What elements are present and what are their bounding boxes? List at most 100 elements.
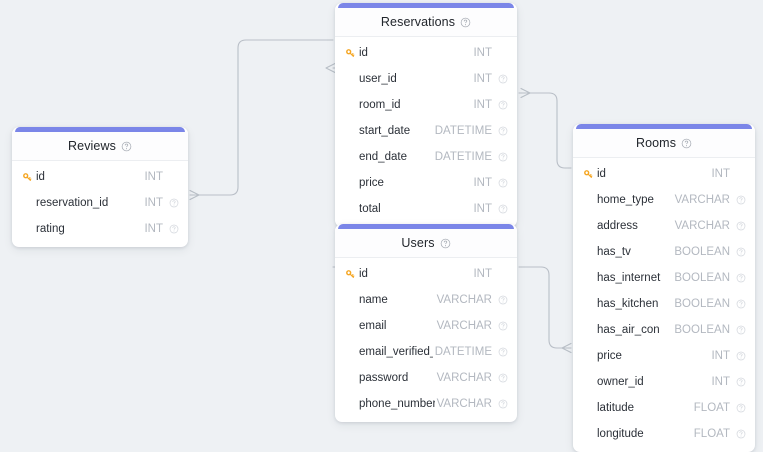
help-circle-icon[interactable] bbox=[492, 295, 508, 305]
primary-key-icon bbox=[345, 269, 358, 280]
field-row[interactable]: password VARCHAR bbox=[335, 365, 517, 391]
table-title: Reservations bbox=[380, 15, 456, 29]
field-name: id bbox=[36, 171, 45, 183]
field-type: BOOLEAN bbox=[674, 272, 730, 284]
help-circle-icon[interactable] bbox=[730, 247, 746, 257]
field-row[interactable]: start_date DATETIME bbox=[335, 118, 517, 144]
help-circle-icon[interactable] bbox=[730, 195, 746, 205]
field-name: has_internet bbox=[597, 272, 661, 284]
field-row[interactable]: user_id INT bbox=[335, 66, 517, 92]
field-name: end_date bbox=[359, 151, 407, 163]
field-type: INT bbox=[473, 47, 492, 59]
field-row[interactable]: price INT bbox=[335, 170, 517, 196]
field-type: VARCHAR bbox=[674, 220, 730, 232]
help-circle-icon[interactable] bbox=[492, 373, 508, 383]
field-row[interactable]: has_internet BOOLEAN bbox=[573, 265, 755, 291]
help-circle-icon[interactable] bbox=[730, 299, 746, 309]
help-circle-icon[interactable] bbox=[730, 403, 746, 413]
help-circle-icon[interactable] bbox=[163, 198, 179, 208]
crowsfoot-reservations-room bbox=[520, 87, 531, 99]
help-circle-icon[interactable] bbox=[492, 126, 508, 136]
field-row[interactable]: id INT bbox=[335, 40, 517, 66]
help-circle-icon[interactable] bbox=[492, 100, 508, 110]
edge-users-rooms bbox=[518, 266, 572, 349]
table-title: Users bbox=[401, 236, 435, 250]
help-circle-icon[interactable] bbox=[492, 321, 508, 331]
help-circle-icon[interactable] bbox=[492, 152, 508, 162]
help-circle-icon[interactable] bbox=[492, 204, 508, 214]
help-circle-icon[interactable] bbox=[681, 138, 692, 149]
field-row[interactable]: email_verified_atDATETIME bbox=[335, 339, 517, 365]
field-type: INT bbox=[144, 223, 163, 235]
help-circle-icon[interactable] bbox=[121, 141, 132, 152]
field-row[interactable]: address VARCHAR bbox=[573, 213, 755, 239]
help-circle-icon[interactable] bbox=[730, 325, 746, 335]
field-type: VARCHAR bbox=[436, 398, 492, 410]
field-name: has_kitchen bbox=[597, 298, 659, 310]
crowsfoot-rooms-owner bbox=[561, 342, 572, 354]
help-circle-icon[interactable] bbox=[730, 273, 746, 283]
field-name: address bbox=[597, 220, 638, 232]
help-circle-icon[interactable] bbox=[492, 178, 508, 188]
field-name: start_date bbox=[359, 125, 411, 137]
field-type: INT bbox=[473, 73, 492, 85]
field-type: INT bbox=[473, 99, 492, 111]
help-circle-icon[interactable] bbox=[492, 347, 508, 357]
field-type: INT bbox=[711, 168, 730, 180]
field-type: INT bbox=[711, 376, 730, 388]
field-name: total bbox=[359, 203, 381, 215]
help-circle-icon[interactable] bbox=[492, 74, 508, 84]
field-type: VARCHAR bbox=[436, 372, 492, 384]
help-circle-icon[interactable] bbox=[492, 399, 508, 409]
field-name: name bbox=[359, 294, 388, 306]
help-circle-icon[interactable] bbox=[730, 351, 746, 361]
field-name: email_verified_at bbox=[359, 346, 433, 358]
field-type: DATETIME bbox=[434, 125, 492, 137]
help-circle-icon[interactable] bbox=[460, 17, 471, 28]
field-name: phone_number bbox=[359, 398, 435, 410]
field-name: owner_id bbox=[597, 376, 644, 388]
field-type: INT bbox=[473, 177, 492, 189]
field-name: id bbox=[359, 268, 368, 280]
crowsfoot-reviews bbox=[189, 189, 200, 201]
help-circle-icon[interactable] bbox=[730, 377, 746, 387]
crowsfoot-reservations-user bbox=[325, 62, 336, 74]
help-circle-icon[interactable] bbox=[163, 224, 179, 234]
table-accent-bar bbox=[576, 124, 752, 129]
field-name: password bbox=[359, 372, 409, 384]
field-name: id bbox=[359, 47, 368, 59]
field-name: price bbox=[359, 177, 384, 189]
help-circle-icon[interactable] bbox=[440, 238, 451, 249]
field-row[interactable]: owner_id INT bbox=[573, 369, 755, 395]
field-name: user_id bbox=[359, 73, 397, 85]
help-circle-icon[interactable] bbox=[730, 221, 746, 231]
field-type: BOOLEAN bbox=[674, 324, 730, 336]
field-name: email bbox=[359, 320, 387, 332]
help-circle-icon[interactable] bbox=[730, 429, 746, 439]
